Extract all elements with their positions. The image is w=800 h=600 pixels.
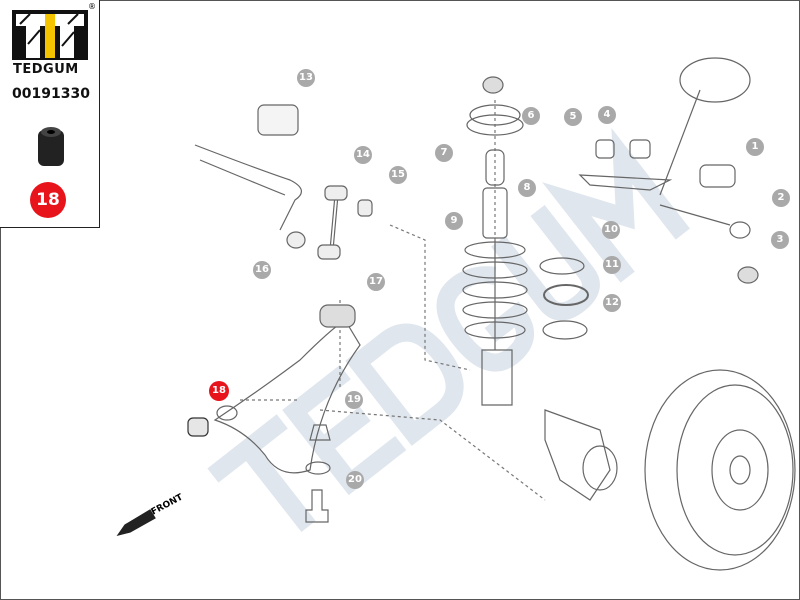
tedgum-logo <box>12 10 88 60</box>
callout-15[interactable]: 15 <box>389 166 407 184</box>
callout-13[interactable]: 13 <box>297 69 315 87</box>
stabilizer-bar <box>194 144 302 231</box>
cap-3 <box>737 266 759 284</box>
callout-2[interactable]: 2 <box>772 189 790 207</box>
callout-1[interactable]: 1 <box>746 138 764 156</box>
callout-3[interactable]: 3 <box>771 231 789 249</box>
callout-6[interactable]: 6 <box>522 107 540 125</box>
part-number: 00191330 <box>12 86 90 102</box>
stabilizer-link <box>329 194 339 251</box>
bushing-13 <box>257 104 299 136</box>
steering-column <box>578 89 731 226</box>
callout-17[interactable]: 17 <box>367 273 385 291</box>
callout-18[interactable]: 18 <box>209 381 229 401</box>
callout-19[interactable]: 19 <box>345 391 363 409</box>
brand-name: TEDGUM <box>13 62 79 77</box>
part-info-panel: ® TEDGUM 00191330 18 <box>0 0 100 228</box>
front-arrow-icon <box>116 509 156 536</box>
callout-8[interactable]: 8 <box>518 179 536 197</box>
strut-body <box>481 240 513 406</box>
ball-joint-19 <box>309 424 331 441</box>
dust-boot-9 <box>482 187 508 239</box>
callout-20[interactable]: 20 <box>346 471 364 489</box>
bushing-18 <box>187 417 209 437</box>
callout-12[interactable]: 12 <box>603 294 621 312</box>
leader-lines <box>240 100 546 501</box>
steering-wheel <box>679 57 751 103</box>
bushing-17 <box>319 304 356 328</box>
tie-rod-end <box>729 221 751 239</box>
callout-10[interactable]: 10 <box>602 221 620 239</box>
registered-mark: ® <box>88 2 96 11</box>
callout-4[interactable]: 4 <box>598 106 616 124</box>
callout-16[interactable]: 16 <box>253 261 271 279</box>
bushing-product-image <box>38 127 64 166</box>
lower-control-arm <box>213 319 361 474</box>
top-mount-6 <box>482 76 504 94</box>
bump-stop-8 <box>485 149 505 186</box>
ball-joint-20 <box>305 489 329 523</box>
boot-1 <box>699 164 736 188</box>
bearing-12 <box>542 320 588 340</box>
callout-5[interactable]: 5 <box>564 108 582 126</box>
callout-14[interactable]: 14 <box>354 146 372 164</box>
wheel <box>644 369 796 571</box>
steering-knuckle <box>544 409 611 501</box>
callout-9[interactable]: 9 <box>445 212 463 230</box>
callout-7[interactable]: 7 <box>435 144 453 162</box>
part-callout-badge: 18 <box>30 182 66 218</box>
bearing-11 <box>543 284 589 306</box>
callout-11[interactable]: 11 <box>603 256 621 274</box>
bearing-10 <box>539 257 585 275</box>
